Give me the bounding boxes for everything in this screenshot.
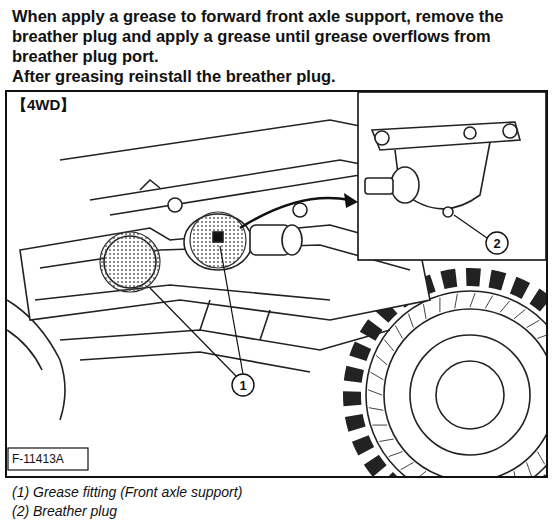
tread-line <box>485 296 492 309</box>
tread-line <box>369 408 384 411</box>
tread-line <box>470 293 475 307</box>
figure-code: F-11413A <box>12 452 64 466</box>
tread-line <box>384 340 393 351</box>
legend-text: (2) Breather plug <box>12 503 117 519</box>
tread-line <box>401 462 414 469</box>
tread-line <box>389 452 403 457</box>
tread-line <box>439 298 440 313</box>
tread-line <box>368 390 382 395</box>
tread-line <box>379 439 394 442</box>
tread-line <box>423 304 426 319</box>
tread-line <box>537 452 544 465</box>
tread-line <box>527 320 540 327</box>
figure-tag: 【4WD】 <box>10 95 77 116</box>
tread-line <box>373 425 388 426</box>
tread-line <box>527 462 532 476</box>
callout-number: 1 <box>239 378 246 393</box>
tread-line <box>371 372 384 379</box>
tread-line <box>500 301 510 312</box>
note-text: When apply a grease to forward front axl… <box>12 6 547 66</box>
tread-line <box>514 471 517 476</box>
note-text: After greasing reinstall the breather pl… <box>12 66 547 86</box>
callout-number: 2 <box>493 236 500 251</box>
tread-line <box>537 333 546 338</box>
tread-line <box>415 471 426 476</box>
tread-line <box>376 355 387 365</box>
figure-frame: 【4WD】 <box>5 90 548 478</box>
tread-line <box>408 314 413 328</box>
tread-line <box>514 309 525 318</box>
tread-line <box>395 326 402 339</box>
legend-text: (1) Grease fitting (Front axle support) <box>12 484 242 500</box>
tread-line <box>455 294 458 309</box>
